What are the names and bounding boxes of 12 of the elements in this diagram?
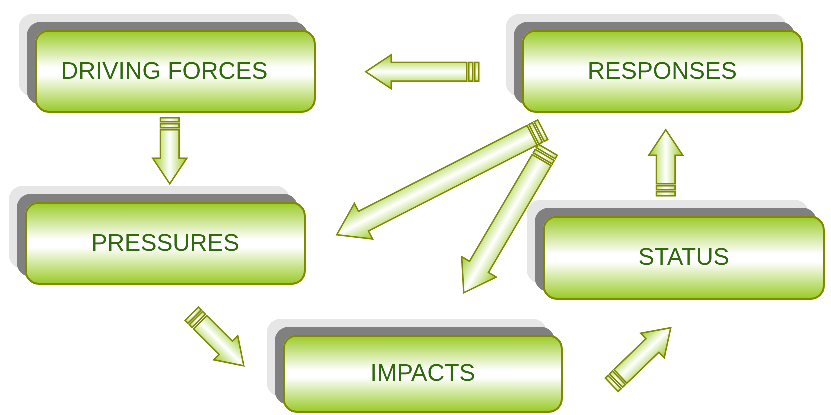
box-label: RESPONSES: [588, 58, 738, 86]
block-arrow: [152, 117, 188, 186]
box-label: IMPACTS: [370, 360, 476, 388]
block-arrow: [648, 128, 684, 197]
block-arrow: [184, 306, 245, 367]
box-label: DRIVING FORCES: [61, 58, 268, 86]
block-arrow: [336, 119, 549, 240]
block-arrow: [364, 54, 480, 90]
block-arrow: [461, 143, 559, 294]
box-label: PRESSURES: [91, 230, 240, 258]
box-label: STATUS: [638, 244, 730, 272]
block-arrow: [604, 327, 672, 393]
